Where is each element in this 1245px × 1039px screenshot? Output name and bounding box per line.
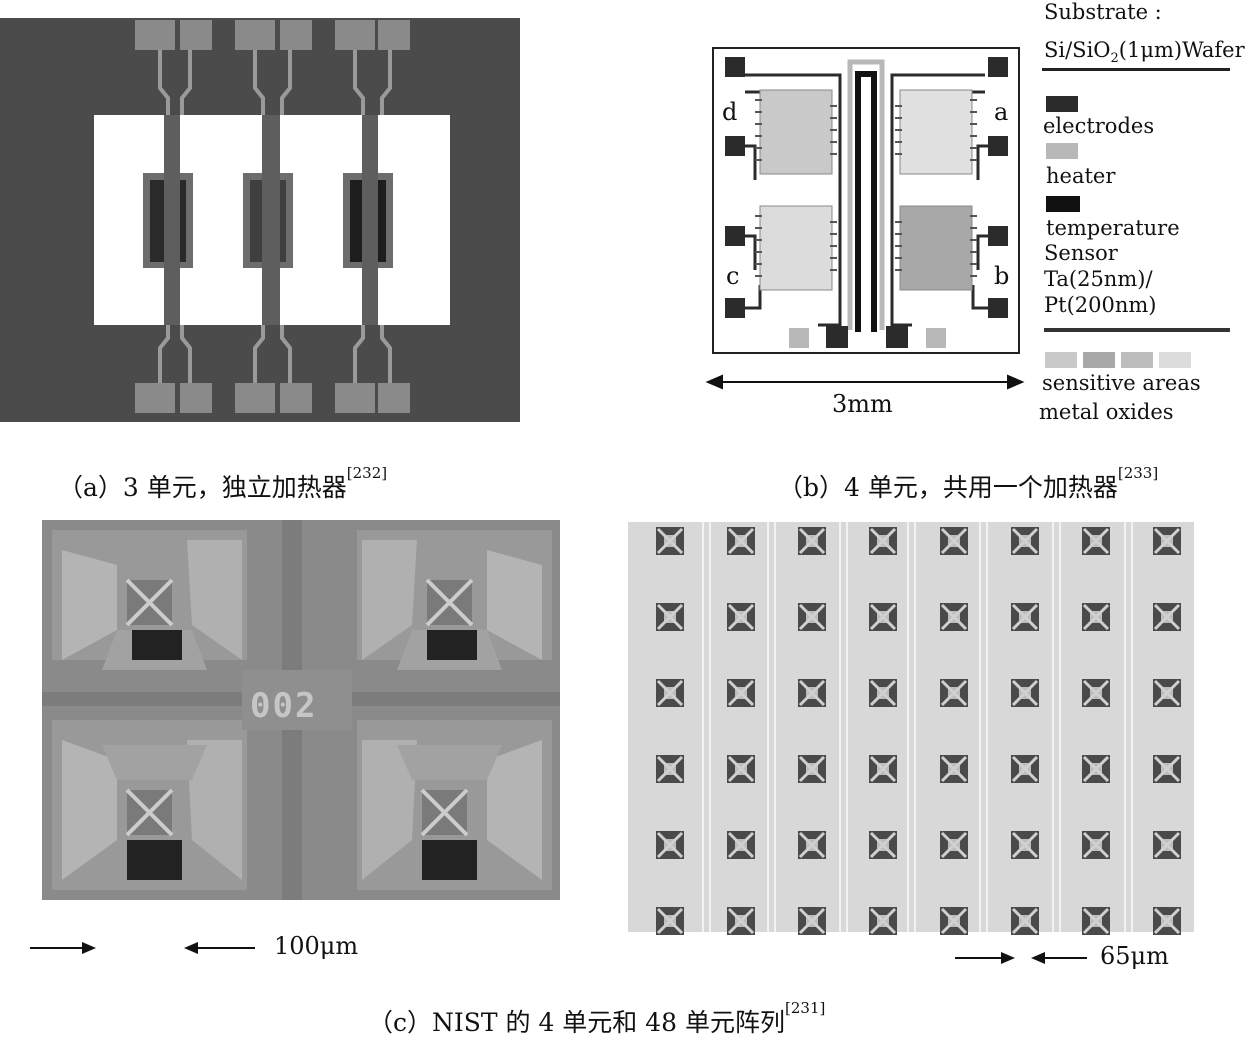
array-cell <box>798 755 826 783</box>
array-cell <box>798 907 826 935</box>
array-cell <box>798 679 826 707</box>
substrate-value-pre: Si/SiO <box>1044 38 1111 62</box>
array-cell <box>1011 603 1039 631</box>
chip-id-label: 002 <box>250 686 318 726</box>
array-cell <box>869 527 897 555</box>
cell-label-c: c <box>726 262 740 290</box>
array-cell <box>1153 527 1181 555</box>
legend-electrodes: electrodes <box>1043 114 1155 138</box>
legend-sensitive-areas: sensitive areas <box>1042 371 1201 395</box>
array-cell <box>1011 527 1039 555</box>
array-cell <box>1082 527 1110 555</box>
cell-label-b: b <box>994 262 1010 290</box>
panel-a-caption: （a）3 单元，独立加热器[232] <box>58 464 387 504</box>
panel-a-caption-ref: [232] <box>346 464 388 482</box>
array-cell <box>656 679 684 707</box>
array-cell <box>798 831 826 859</box>
array-cell <box>869 755 897 783</box>
panel-a-image <box>0 18 520 422</box>
array-cell <box>1153 755 1181 783</box>
array-cell <box>1011 679 1039 707</box>
substrate-value-post: (1μm)Wafer <box>1118 38 1245 62</box>
array-cell <box>656 527 684 555</box>
array-cell <box>940 755 968 783</box>
array-cell <box>656 907 684 935</box>
array-cell <box>1153 831 1181 859</box>
array-cell <box>727 831 755 859</box>
cell-label-a: a <box>994 98 1009 126</box>
array-cell <box>1082 907 1110 935</box>
legend-swatch-electrodes <box>1046 96 1078 112</box>
array-cell <box>656 831 684 859</box>
legend-sensor: Sensor <box>1044 241 1118 265</box>
array-cell <box>656 603 684 631</box>
legend-substrate-label: Substrate : <box>1044 0 1162 24</box>
scale-arrows-left <box>30 942 255 954</box>
array-cell <box>940 679 968 707</box>
legend-substrate-value: Si/SiO2(1μm)Wafer <box>1044 38 1245 66</box>
panel-b-caption-text: （b）4 单元，共用一个加热器 <box>778 473 1118 502</box>
array-cell <box>1082 603 1110 631</box>
sensitive-swatch-3 <box>1121 352 1153 368</box>
panel-c-caption: （c）NIST 的 4 单元和 48 单元阵列[231] <box>368 999 825 1039</box>
array-cell <box>940 831 968 859</box>
array-cell <box>1011 831 1039 859</box>
array-cell <box>1153 907 1181 935</box>
panel-a-caption-text: （a）3 单元，独立加热器 <box>58 473 347 502</box>
array-cell <box>869 679 897 707</box>
array-cell <box>798 603 826 631</box>
array-cell <box>727 603 755 631</box>
array-cell <box>727 907 755 935</box>
array-cell <box>1082 831 1110 859</box>
array-cell <box>869 907 897 935</box>
array-cell <box>727 679 755 707</box>
array-cell <box>1082 755 1110 783</box>
array-cell <box>727 527 755 555</box>
panel-c-caption-ref: [231] <box>785 999 826 1017</box>
panel-b-caption-ref: [233] <box>1117 464 1159 482</box>
legend-swatches-sensitive <box>1045 352 1195 368</box>
cell-label-d: d <box>722 98 738 126</box>
scale-label-left: 100μm <box>274 932 359 960</box>
scale-label-right: 65μm <box>1100 942 1169 970</box>
array-cell <box>1153 679 1181 707</box>
legend-ta: Ta(25nm)/ <box>1044 267 1153 291</box>
array-cell <box>1011 907 1039 935</box>
array-cell <box>1153 603 1181 631</box>
legend-pt: Pt(200nm) <box>1044 293 1157 317</box>
scale-arrows-right <box>955 952 1087 964</box>
panel-b-caption: （b）4 单元，共用一个加热器[233] <box>778 464 1158 504</box>
legend-swatch-temperature <box>1046 196 1080 212</box>
array-cell <box>940 907 968 935</box>
substrate-value-sub: 2 <box>1110 51 1119 67</box>
sensitive-swatch-4 <box>1159 352 1191 368</box>
panel-c-caption-text: （c）NIST 的 4 单元和 48 单元阵列 <box>368 1008 786 1037</box>
array-cell <box>869 603 897 631</box>
legend-swatch-heater <box>1046 143 1078 159</box>
legend-heater: heater <box>1046 164 1116 188</box>
array-cell <box>656 755 684 783</box>
legend-metal-oxides: metal oxides <box>1039 400 1174 424</box>
array-cell <box>940 603 968 631</box>
sensitive-swatch-1 <box>1045 352 1077 368</box>
array-cell <box>869 831 897 859</box>
panel-c-48cell-image <box>628 522 1194 935</box>
array-cell <box>727 755 755 783</box>
array-cell <box>1011 755 1039 783</box>
sensitive-swatch-2 <box>1083 352 1115 368</box>
legend-divider-top <box>1042 68 1230 71</box>
array-cell <box>1082 679 1110 707</box>
array-cell <box>940 527 968 555</box>
legend-temperature: temperature <box>1046 216 1180 240</box>
array-cell <box>798 527 826 555</box>
panel-b-schematic <box>700 40 1030 430</box>
dimension-label-3mm: 3mm <box>832 390 893 418</box>
panel-c-4cell-image <box>42 520 560 900</box>
legend-divider-bottom <box>1044 328 1230 332</box>
